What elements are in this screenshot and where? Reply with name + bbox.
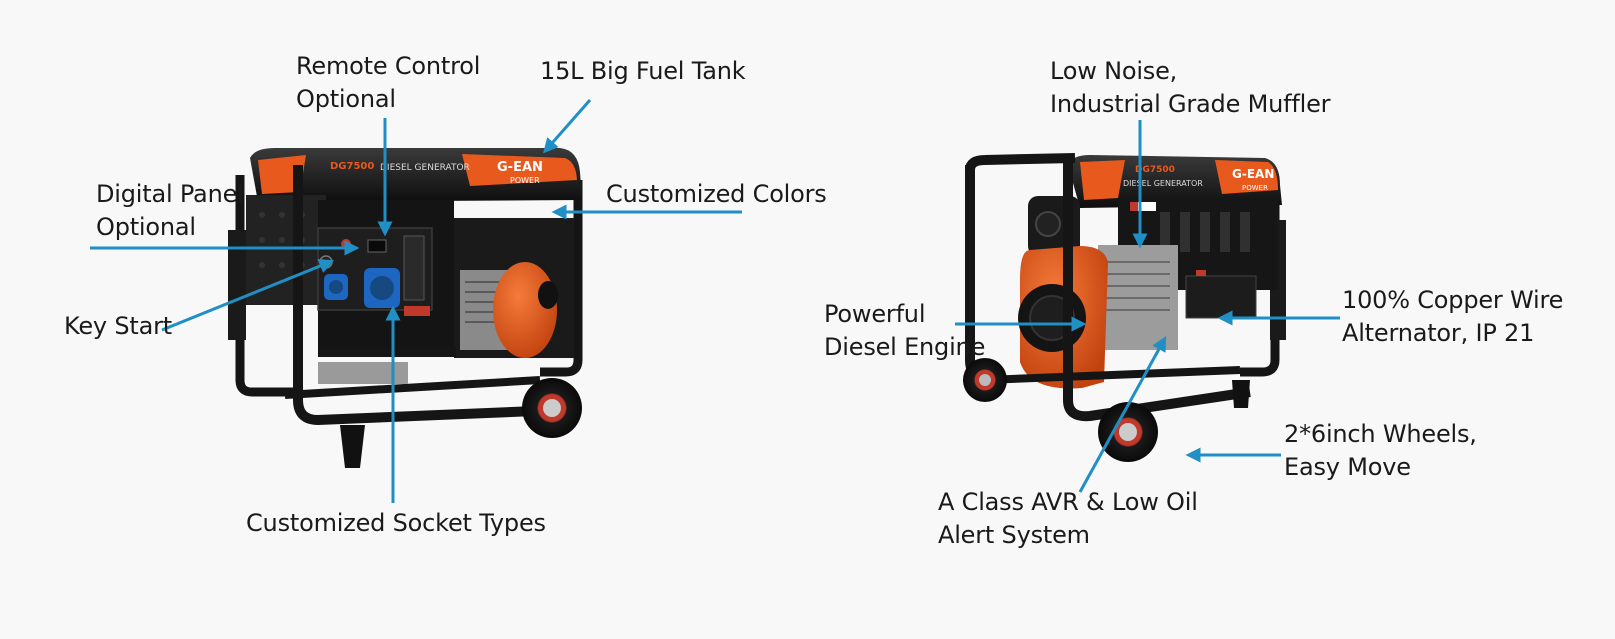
frame-back-right <box>540 180 583 377</box>
rubber-foot-right <box>1232 380 1250 408</box>
engine-housing <box>493 262 557 358</box>
arrow-avr <box>1078 336 1167 493</box>
frame-back-right <box>1240 185 1280 377</box>
type-text: DIESEL GENERATOR <box>380 163 470 173</box>
frame-front <box>293 165 561 426</box>
label-muffler: Low Noise, Industrial Grade Muffler <box>1050 57 1331 118</box>
panel-label-plate <box>403 235 425 301</box>
side-guard <box>228 230 246 340</box>
label-engine: Powerful Diesel Engine <box>824 300 986 361</box>
label-digital-panel: Digital Panel Optional <box>96 180 244 241</box>
side-panel <box>246 195 326 305</box>
battery <box>1185 275 1257 319</box>
brand-text: G-EAN <box>497 160 543 175</box>
brand-text-right: G-EAN <box>1232 167 1274 181</box>
label-wheels: 2*6inch Wheels, Easy Move <box>1284 420 1477 481</box>
model-text: DG7500 <box>330 161 374 172</box>
frame-back-left <box>235 175 300 397</box>
model-text-right: DG7500 <box>1135 165 1175 175</box>
label-key-start: Key Start <box>64 312 172 340</box>
callout-arrows <box>90 99 1340 503</box>
brand-sub-text: POWER <box>510 176 540 185</box>
brand-sub-text-right: POWER <box>1242 184 1268 192</box>
arrow-fuel-tank <box>543 99 592 154</box>
type-text-right: DIESEL GENERATOR <box>1123 179 1203 188</box>
base-rail <box>318 362 408 384</box>
label-customized-colors: Customized Colors <box>606 180 827 208</box>
label-remote-control: Remote Control Optional <box>296 52 481 113</box>
label-socket-types: Customized Socket Types <box>246 509 546 537</box>
tank-stripe-left-r <box>1080 160 1125 200</box>
arrow-key-start <box>161 258 335 332</box>
label-alternator: 100% Copper Wire Alternator, IP 21 <box>1342 286 1564 347</box>
generator-right: DG7500 DIESEL GENERATOR G-EAN POWER <box>963 153 1286 462</box>
label-fuel-tank: 15L Big Fuel Tank <box>540 57 746 85</box>
tank-stripe-right-r <box>1215 160 1278 194</box>
label-avr: A Class AVR & Low Oil Alert System <box>938 488 1198 549</box>
tank-stripe-right <box>462 154 577 186</box>
generator-left: DG7500 DIESEL GENERATOR G-EAN POWER <box>228 148 583 468</box>
rubber-foot <box>340 425 365 468</box>
digital-meter <box>367 239 387 253</box>
